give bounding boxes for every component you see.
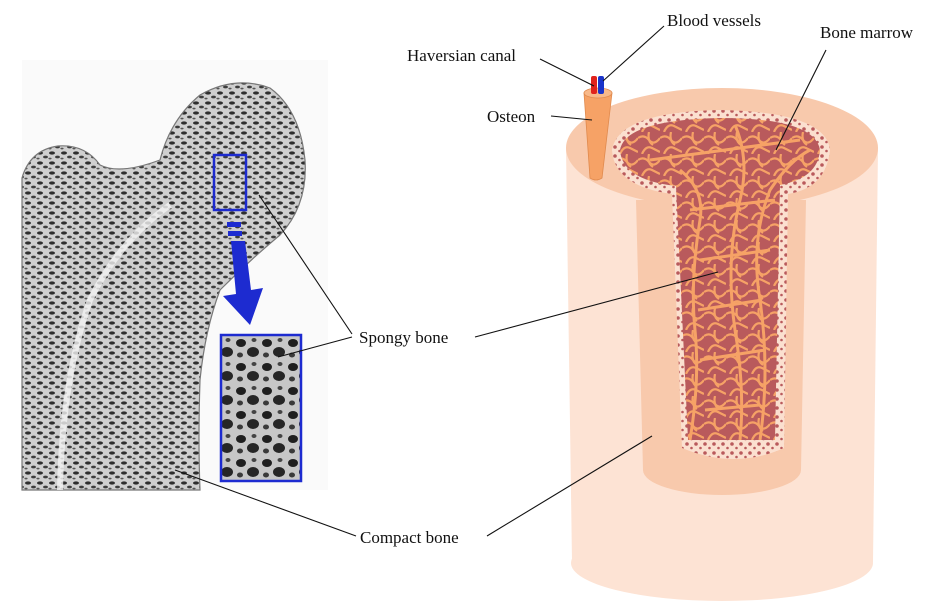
micro-inset xyxy=(221,335,301,481)
bone-marrow-label: Bone marrow xyxy=(820,23,914,42)
bone-cylinder-model xyxy=(566,76,878,601)
compact-bone-label: Compact bone xyxy=(360,528,459,547)
haversian-canal-label: Haversian canal xyxy=(407,46,516,65)
haversian-canal-leader xyxy=(540,59,594,86)
spongy-bone-label: Spongy bone xyxy=(359,328,448,347)
blood-vessels-leader xyxy=(603,26,664,81)
vein-vessel xyxy=(598,76,604,94)
osteon-label: Osteon xyxy=(487,107,536,126)
femur-section-photo xyxy=(22,60,328,490)
blood-vessels-label: Blood vessels xyxy=(667,11,761,30)
cylinder-bottom xyxy=(571,525,873,601)
